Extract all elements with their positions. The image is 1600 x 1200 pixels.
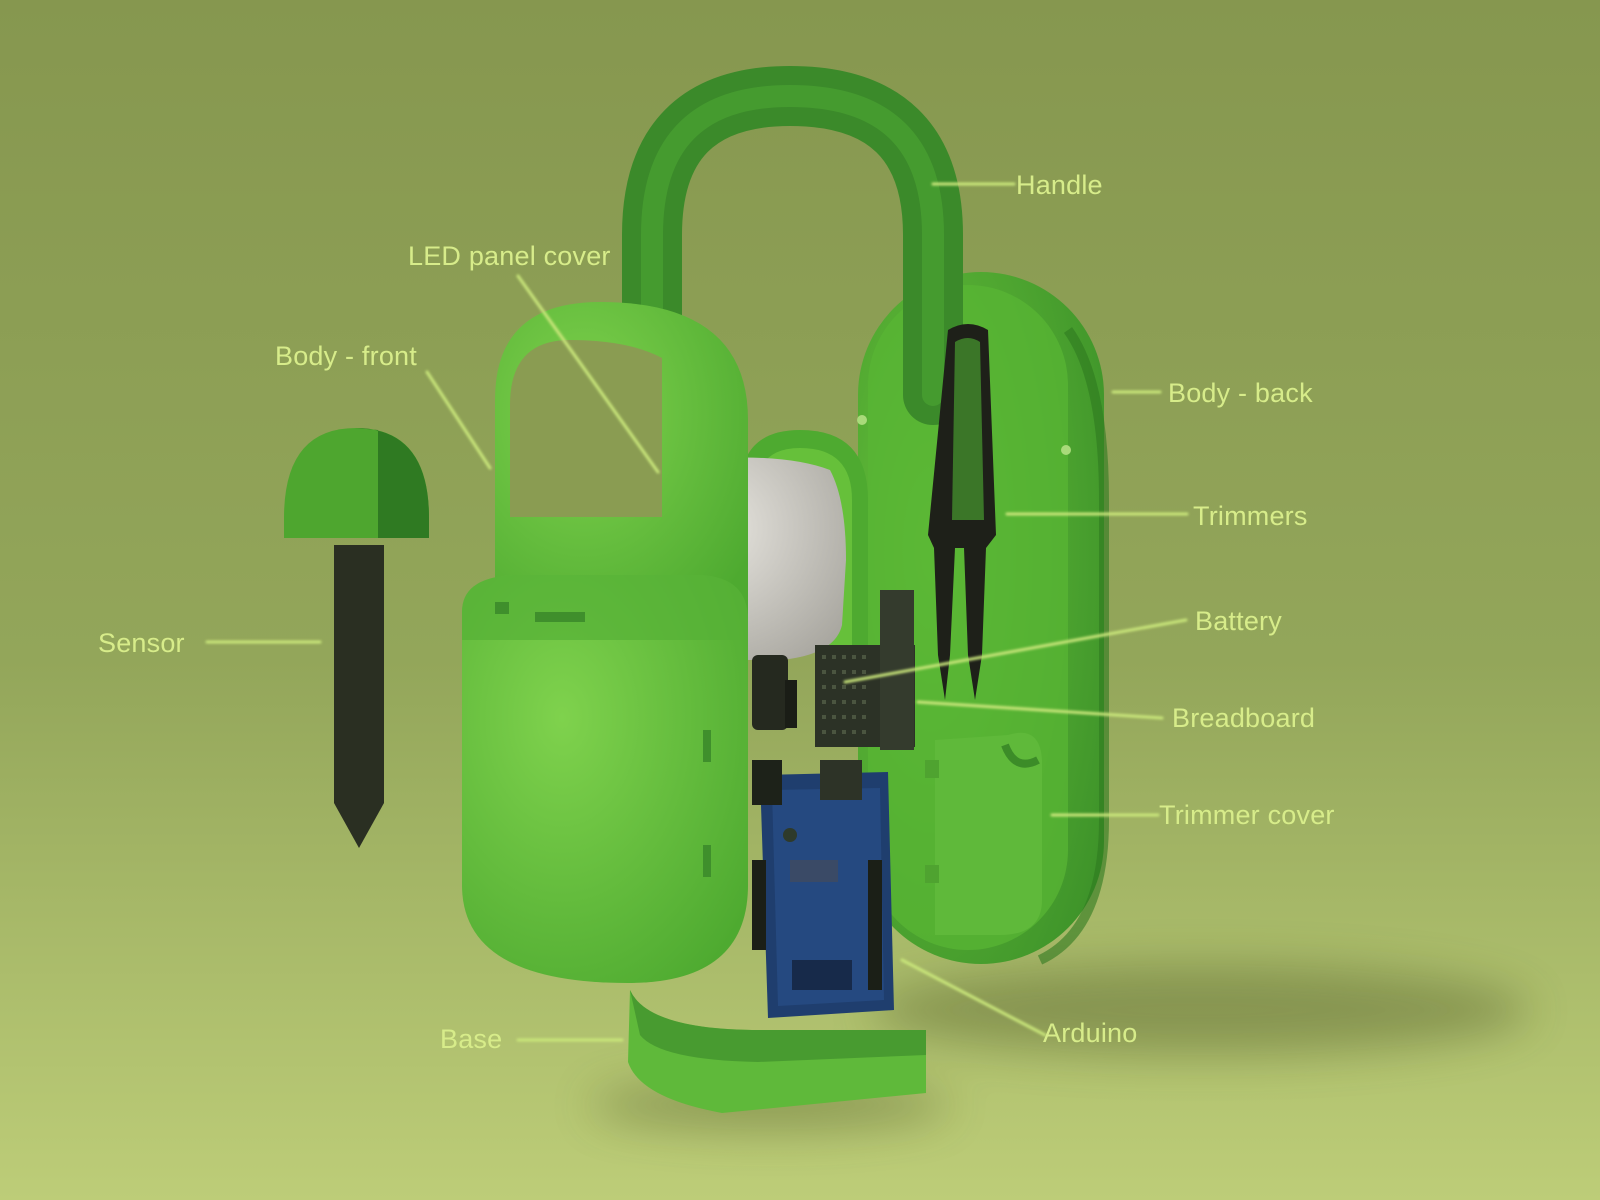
leader-line-arduino	[900, 958, 1047, 1037]
label-battery: Battery	[1195, 606, 1282, 636]
body-front-part	[462, 302, 748, 983]
label-trimmer-cover: Trimmer cover	[1159, 800, 1335, 830]
label-handle: Handle	[1016, 170, 1103, 200]
arduino-part	[752, 760, 894, 1018]
label-arduino: Arduino	[1043, 1018, 1137, 1048]
trimmers-part	[928, 324, 996, 700]
label-base: Base	[440, 1024, 502, 1054]
label-body-back: Body - back	[1168, 378, 1313, 408]
base-part	[628, 990, 926, 1113]
leader-line-body-front	[425, 370, 492, 470]
part-labels: Handle LED panel cover Body - front Body…	[98, 170, 1335, 1054]
label-sensor: Sensor	[98, 628, 185, 658]
leader-lines	[205, 182, 1189, 1042]
handle-part	[622, 65, 963, 470]
trimmer-cover-part	[925, 732, 1042, 935]
leader-line-breadboard	[916, 700, 1164, 720]
leader-line-battery	[843, 618, 1188, 684]
label-trimmers: Trimmers	[1193, 501, 1308, 531]
label-led-panel-cover: LED panel cover	[408, 241, 611, 271]
breadboard-part	[815, 590, 915, 750]
sensor-part	[284, 428, 429, 848]
label-breadboard: Breadboard	[1172, 703, 1315, 733]
label-body-front: Body - front	[275, 341, 417, 371]
leader-line-led-panel-cover	[516, 274, 660, 474]
